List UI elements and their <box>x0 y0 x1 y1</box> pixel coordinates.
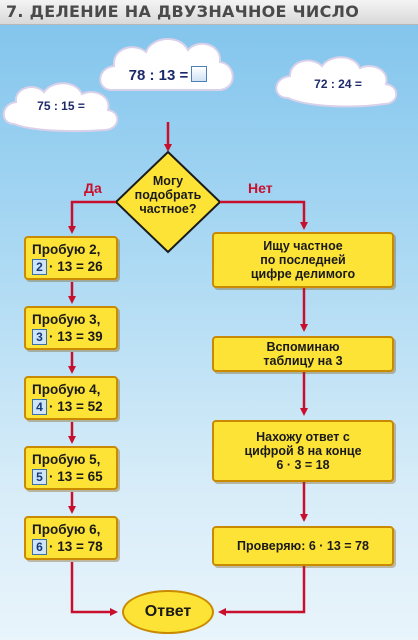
try-label: Пробую 3, <box>32 312 101 327</box>
step-box-find-quotient: Ищу частное по последней цифре делимого <box>212 232 394 288</box>
page-title: 7. ДЕЛЕНИЕ НА ДВУЗНАЧНОЕ ЧИСЛО <box>6 2 360 21</box>
step-line: Проверяю: 6 · 13 = 78 <box>237 539 369 553</box>
try-equation: · 13 = 78 <box>49 539 103 554</box>
step-box-find-answer: Нахожу ответ с цифрой 8 на конце 6 · 3 =… <box>212 420 394 482</box>
try-box-6: Пробую 6, 6· 13 = 78 <box>24 516 118 560</box>
step-line: таблицу на 3 <box>263 354 343 368</box>
step-box-recall-table: Вспоминаю таблицу на 3 <box>212 336 394 372</box>
try-equation: · 13 = 26 <box>49 259 103 274</box>
cloud-left-text: 75 : 15 = <box>37 99 85 113</box>
try-equation: · 13 = 52 <box>49 399 103 414</box>
cloud-left <box>2 82 119 133</box>
answer-label: Ответ <box>144 603 192 620</box>
arrow-to-answer-right <box>218 566 306 616</box>
step-line: цифрой 8 на конце <box>244 444 362 458</box>
step-line: Ищу частное <box>263 239 343 253</box>
try-label: Пробую 5, <box>32 452 101 467</box>
step-line: Нахожу ответ с <box>256 430 350 444</box>
step-line: Вспоминаю <box>266 340 340 354</box>
step-line: по последней <box>260 253 346 267</box>
try-box-5: Пробую 5, 5· 13 = 65 <box>24 446 118 490</box>
decision-line: подобрать <box>134 188 202 202</box>
answer-oval: Ответ <box>122 590 214 634</box>
decision-text: Могу подобрать частное? <box>118 174 218 216</box>
arrow-yes <box>68 200 116 234</box>
try-equation: · 13 = 65 <box>49 469 103 484</box>
empty-answer-box <box>191 66 208 82</box>
arrow-no <box>220 200 308 230</box>
digit-box: 4 <box>32 399 47 415</box>
yes-label: Да <box>84 180 102 196</box>
digit-box: 3 <box>32 329 47 345</box>
digit-box: 2 <box>32 259 47 275</box>
try-box-4: Пробую 4, 4· 13 = 52 <box>24 376 118 420</box>
page-header: 7. ДЕЛЕНИЕ НА ДВУЗНАЧНОЕ ЧИСЛО <box>0 0 418 25</box>
arrow-to-answer-left <box>70 562 118 616</box>
step-line: цифре делимого <box>250 267 356 281</box>
decision-line: частное? <box>139 202 197 216</box>
try-label: Пробую 6, <box>32 522 101 537</box>
try-label: Пробую 2, <box>32 242 101 257</box>
cloud-right <box>275 56 398 108</box>
step-box-check: Проверяю: 6 · 13 = 78 <box>212 526 394 566</box>
digit-box: 6 <box>32 539 47 555</box>
try-label: Пробую 4, <box>32 382 101 397</box>
decision-diamond <box>114 150 222 254</box>
try-equation: · 13 = 39 <box>49 329 103 344</box>
step-line: 6 · 3 = 18 <box>276 458 330 472</box>
cloud-right-text: 72 : 24 = <box>314 77 362 91</box>
try-box-3: Пробую 3, 3· 13 = 39 <box>24 306 118 350</box>
no-label: Нет <box>248 180 273 196</box>
try-box-2: Пробую 2, 2· 13 = 26 <box>24 236 118 280</box>
cloud-main-expression: 78 : 13 = <box>128 67 189 84</box>
decision-line: Могу <box>152 174 184 188</box>
digit-box: 5 <box>32 469 47 485</box>
cloud-main-text: 78 : 13 = <box>118 66 218 84</box>
